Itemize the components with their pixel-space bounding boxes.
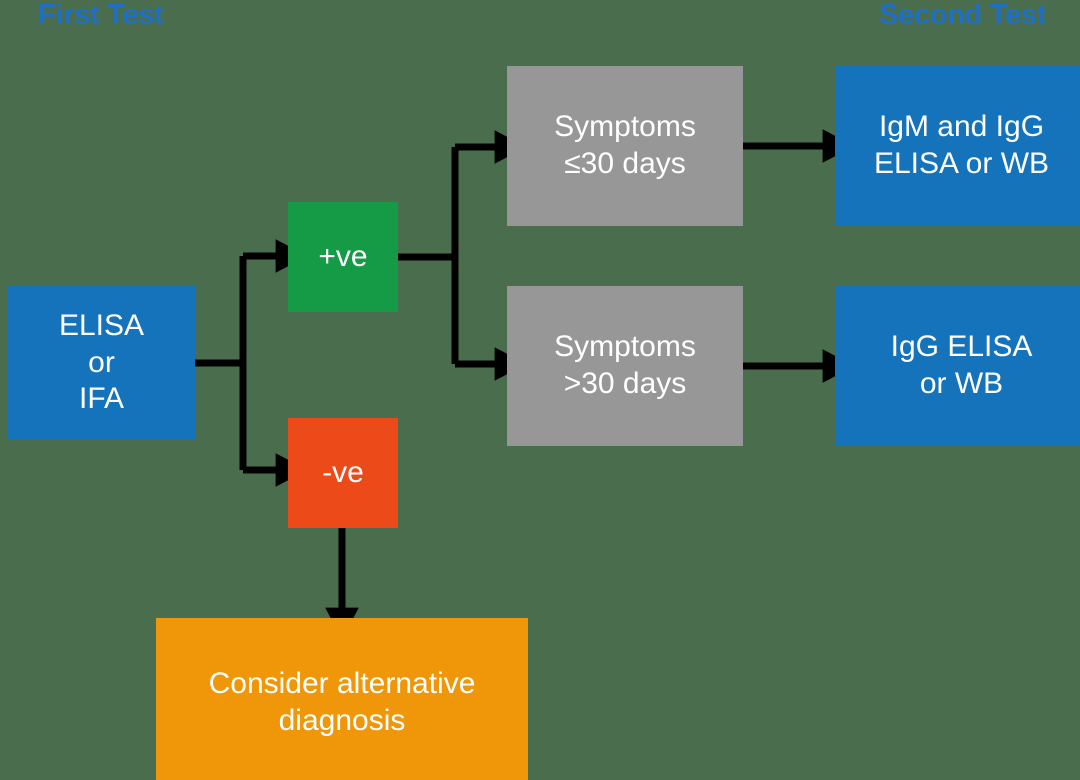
node-negative-result-label: -ve [322,455,364,489]
node-positive-result-label: +ve [318,239,368,273]
node-symptoms-gt-30-days[interactable]: Symptoms >30 days [507,286,743,446]
node-symptoms-gt-30-days-line1: Symptoms [554,330,696,364]
node-elisa-or-ifa-line1: ELISA [58,309,145,343]
node-negative-result[interactable]: -ve [288,418,398,528]
node-symptoms-le-30-days[interactable]: Symptoms ≤30 days [507,66,743,226]
node-igm-and-igg-elisa-or-wb-line1: IgM and IgG [878,110,1045,144]
node-igg-elisa-or-wb-line2: or WB [919,367,1004,400]
node-consider-alternative-diagnosis[interactable]: Consider alternative diagnosis [156,618,528,780]
node-igm-and-igg-elisa-or-wb-line2: ELISA or WB [873,147,1050,180]
node-symptoms-le-30-days-line2: ≤30 days [564,147,686,180]
node-elisa-or-ifa-line2: or [88,345,115,379]
node-igm-and-igg-elisa-or-wb[interactable]: IgM and IgG ELISA or WB [835,66,1080,226]
node-consider-alternative-diagnosis-line2: diagnosis [278,704,406,737]
node-symptoms-gt-30-days-line2: >30 days [563,367,687,400]
node-elisa-or-ifa[interactable]: ELISA or IFA [8,286,195,440]
node-positive-result[interactable]: +ve [288,202,398,312]
column-header-second-test: Second Test [879,0,1046,31]
node-consider-alternative-diagnosis-line1: Consider alternative [208,667,476,701]
column-header-first-test: First Test [38,0,164,31]
node-elisa-or-ifa-line3: IFA [78,382,124,416]
node-igg-elisa-or-wb[interactable]: IgG ELISA or WB [835,286,1080,446]
node-symptoms-le-30-days-line1: Symptoms [554,110,696,144]
node-igg-elisa-or-wb-line1: IgG ELISA [890,330,1033,364]
